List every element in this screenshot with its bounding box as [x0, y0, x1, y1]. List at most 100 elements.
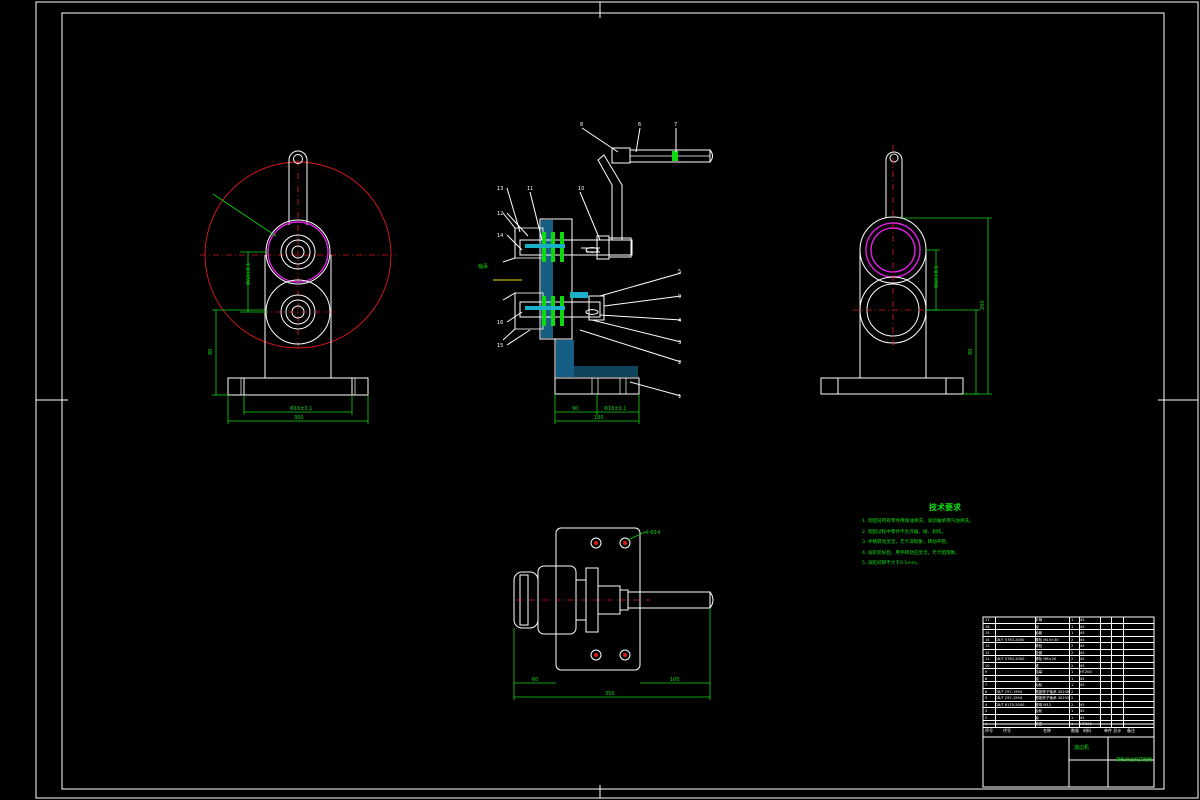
bom-cell-name: 轴: [1035, 676, 1039, 681]
bom-cell-qty: 1: [1071, 676, 1074, 681]
bom-cell-code: GB/T 297-1994: [995, 689, 1023, 694]
balloon-6: 6: [638, 122, 641, 128]
bom-header-cell: 代号: [1003, 728, 1011, 733]
bom-cell-mat: 45: [1080, 657, 1085, 661]
bom-cell-no: 13: [985, 644, 990, 648]
dim-front-base-outer: 300: [294, 415, 304, 421]
bom-cell-mat: 45: [1080, 663, 1085, 668]
bom-cell-name: 螺栓 M8×20: [1035, 657, 1057, 661]
bom-cell-mat: 45: [1080, 650, 1085, 655]
bom-cell-no: 5: [985, 696, 988, 700]
balloon-4: 4: [678, 318, 681, 324]
bom-cell-qty: 1: [1071, 670, 1074, 674]
bom-cell-no: 16: [985, 624, 990, 629]
bom-cell-mat: 45: [1080, 618, 1085, 622]
bom-cell-qty: 1: [1071, 683, 1074, 687]
bom-cell-no: 15: [985, 631, 990, 635]
bom-cell-name: 手柄: [1035, 618, 1043, 622]
bom-cell-name: 摇臂: [1035, 670, 1043, 674]
bom-cell-mat: 45: [1080, 631, 1085, 635]
dim-top-right: 100: [670, 677, 680, 683]
bom-cell-name: 滚轮: [1035, 644, 1043, 648]
balloon-15: 15: [497, 343, 503, 349]
dim-section-total: 180: [594, 415, 604, 421]
bom-cell-qty: 2: [1071, 644, 1074, 648]
bom-cell-name: 轴: [1035, 715, 1039, 720]
tech-req-title: 技术要求: [929, 503, 961, 512]
bom-cell-no: 11: [985, 657, 990, 661]
bom-cell-mat: 45: [1080, 683, 1085, 687]
bom-cell-code: GB/T 5783-2000: [995, 637, 1025, 642]
bom-header-cell: 备注: [1127, 728, 1135, 733]
bom-cell-qty: 1: [1071, 715, 1074, 720]
dim-front-base-inner: Φ16±0.1: [290, 406, 312, 412]
balloon-2: 2: [678, 360, 681, 366]
bom-cell-name: 垫圈: [1035, 650, 1043, 655]
bom-cell-qty: 2: [1071, 696, 1074, 700]
bom-cell-mat: 45: [1080, 676, 1085, 681]
front-base: [227, 377, 369, 396]
bom-cell-no: 12: [985, 650, 990, 655]
balloon-8: 8: [580, 122, 583, 128]
dim-side-height-a: 80: [968, 349, 974, 355]
bom-cell-name: 键: [1035, 663, 1039, 668]
bom-cell-qty: 1: [1071, 624, 1074, 629]
dim-front-center: Φ60±0.1: [246, 263, 252, 285]
balloon-9: 9: [678, 294, 681, 300]
bom-header-cell: 序号: [985, 728, 993, 733]
section-view: 13 12 14 16 15 11 8 6 7 10 轴承 5 9 4 3 2 …: [478, 122, 713, 424]
balloon-10: 10: [578, 186, 584, 192]
bom-cell-name: 机座: [1035, 722, 1043, 726]
balloon-16: 16: [497, 320, 503, 326]
bom-cell-qty: 1: [1071, 709, 1074, 713]
dim-side-height-b: 200: [980, 300, 986, 310]
title-block: [982, 616, 1155, 788]
bom-cell-mat: HT200: [1080, 670, 1092, 674]
inner-border: [61, 12, 1165, 790]
bom-cell-name: 轴套: [1035, 631, 1043, 635]
dim-side-center: Φ60±0.1: [934, 266, 940, 288]
tech-req-item: 4. 滚轮装好后，用手转动应灵活，无卡阻现象。: [862, 550, 960, 556]
balloon-3: 3: [678, 340, 681, 346]
bom-cell-mat: 45: [1080, 709, 1085, 713]
balloon-14: 14: [497, 233, 503, 239]
dim-section-left: 90: [572, 406, 578, 412]
bom-cell-mat: HT200: [1080, 722, 1092, 726]
bom-cell-name: 齿轮: [1035, 683, 1043, 687]
side-view: Φ60±0.1 80 200: [820, 145, 992, 395]
dim-section-right: Φ16±0.1: [604, 406, 626, 412]
bom-header-cell: 名称: [1043, 728, 1051, 733]
bom-cell-qty: 1: [1071, 618, 1074, 622]
bom-cell-qty: 2: [1071, 702, 1074, 707]
bom-cell-no: 9: [985, 670, 988, 674]
bom-cell-code: GB/T 297-1994: [995, 696, 1023, 700]
dim-front-height: 80: [208, 349, 214, 355]
bom-cell-no: 3: [985, 709, 988, 713]
dim-top-total: 350: [605, 691, 615, 697]
bom-cell-no: 17: [985, 618, 990, 622]
bom-row: 13 滚轮 2 45: [983, 643, 1154, 650]
bom-cell-no: 10: [985, 663, 990, 668]
bom-cell-no: 7: [985, 683, 988, 687]
balloon-11a: 11: [527, 186, 533, 192]
bom-cell-name: 轴: [1035, 624, 1039, 629]
balloon-12: 12: [497, 211, 503, 217]
bom-row: 9 摇臂 1 HT200: [983, 669, 1154, 676]
balloon-5: 5: [678, 269, 681, 275]
bom-cell-qty: 1: [1071, 722, 1074, 726]
bom-cell-name: 螺栓 M10×30: [1035, 637, 1059, 642]
bom-cell-name: 螺母 M12: [1035, 702, 1052, 707]
bom-cell-mat: 45: [1080, 644, 1085, 648]
tech-req-item: 2. 装配过程中零件不允许磕、碰、划伤。: [862, 529, 946, 535]
bom-row: 17 手柄 1 45: [983, 617, 1154, 624]
bom-cell-mat: 45: [1080, 637, 1085, 642]
